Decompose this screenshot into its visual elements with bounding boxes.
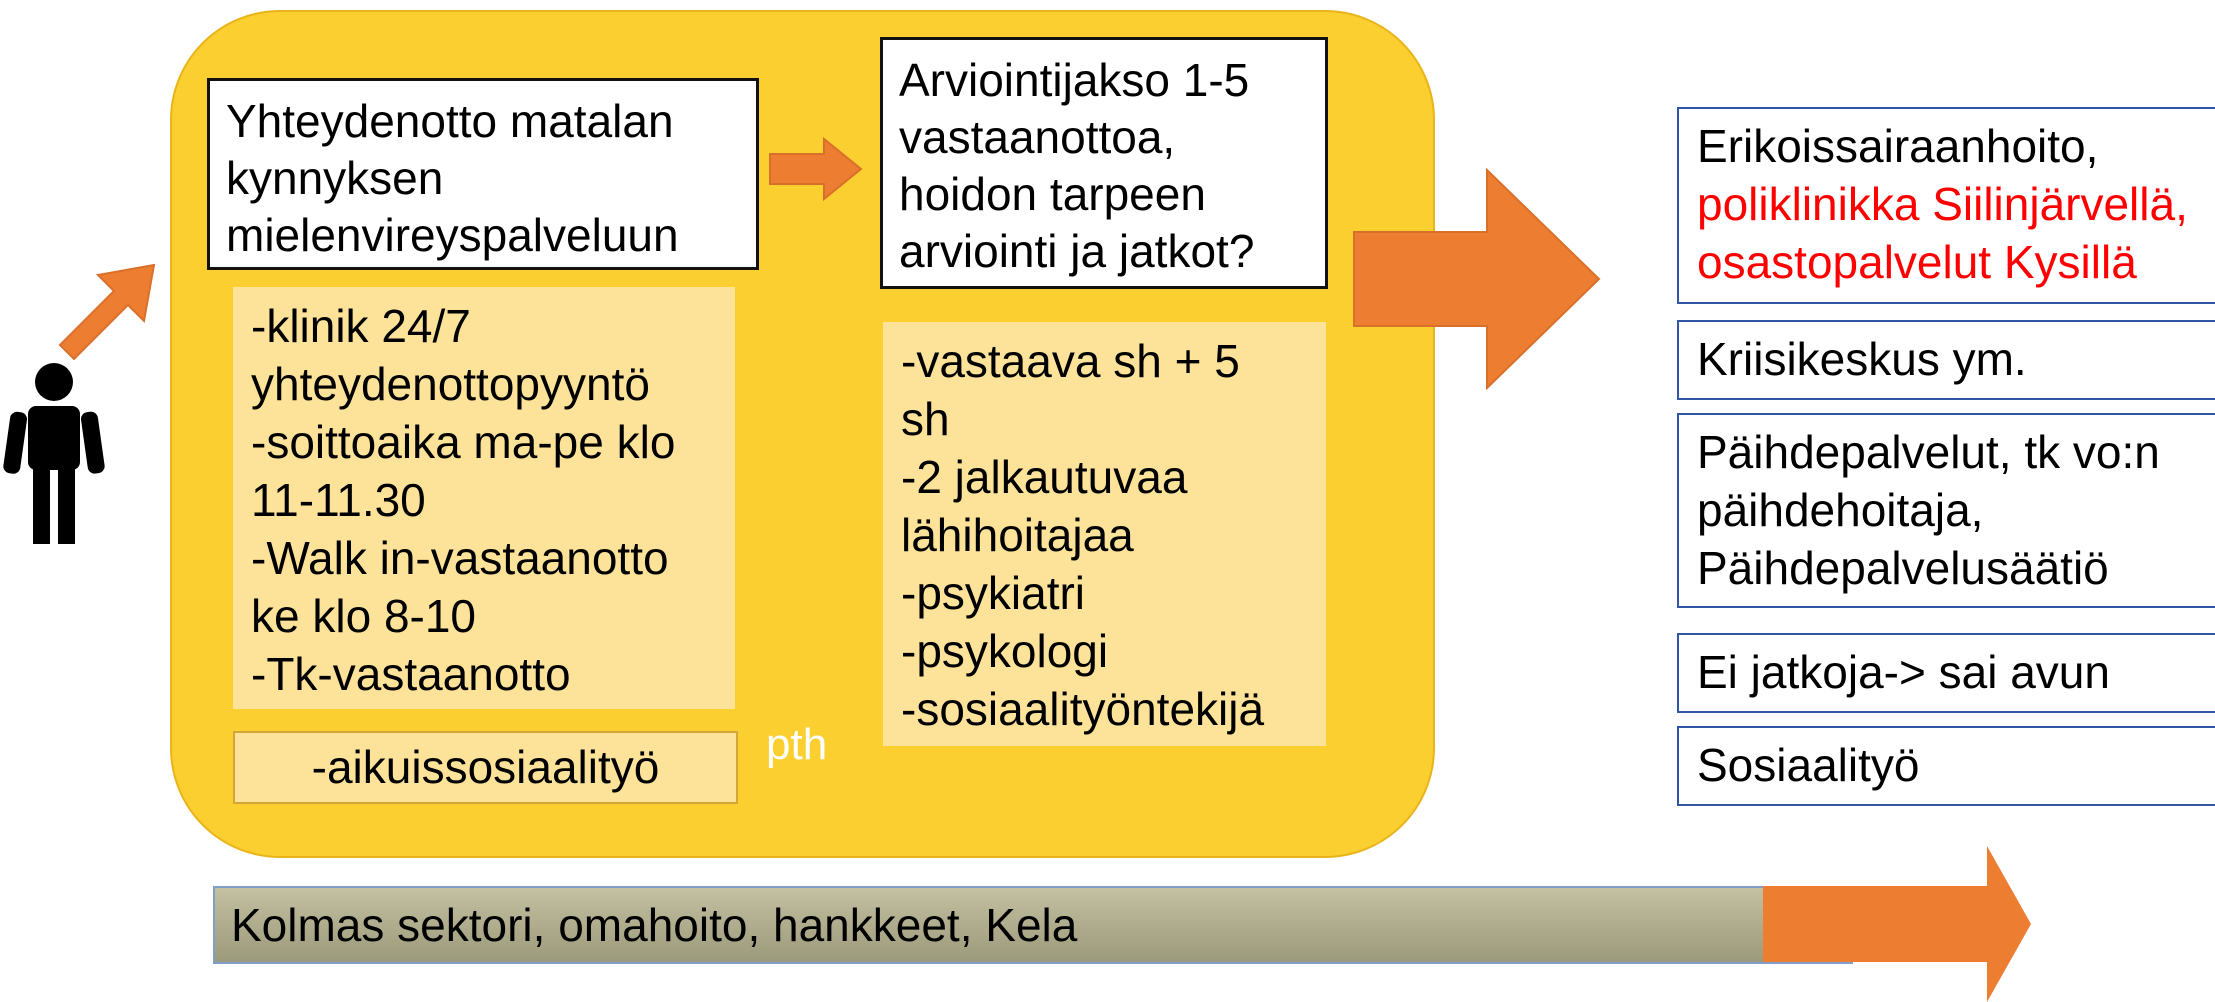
assessment-title-line-3: hoidon tarpeen [899, 168, 1206, 220]
contact-title-line-1: Yhteydenotto matalan [226, 95, 674, 147]
assessment-detail-line: sh [901, 393, 950, 445]
assessment-detail-line: lähihoitajaa [901, 509, 1134, 561]
contact-detail-line: 11-11.30 [251, 474, 426, 526]
substance-services-line: Päihdepalvelusäätiö [1697, 542, 2109, 594]
assessment-title-line-4: arviointi ja jatkot? [899, 225, 1255, 277]
contact-detail-line: -soittoaika ma-pe klo [251, 416, 676, 468]
assessment-detail-line: -vastaava sh + 5 [901, 335, 1240, 387]
contact-detail-line: -klinik 24/7 [251, 300, 471, 352]
to-assessment-arrow [769, 136, 863, 202]
contact-detail-line: yhteydenottopyyntö [251, 358, 650, 410]
outcome-no-follow-up: Ei jatkoja-> sai avun [1677, 633, 2215, 713]
outcome-substance-services: Päihdepalvelut, tk vo:n päihdehoitaja, P… [1677, 413, 2215, 608]
assessment-detail-line: -2 jalkautuvaa [901, 451, 1188, 503]
assessment-title-line-1: Arviointijakso 1-5 [899, 54, 1250, 106]
outcome-specialist-care: Erikoissairaanhoito, poliklinikka Siilin… [1677, 107, 2215, 304]
assessment-detail-line: -psykiatri [901, 567, 1086, 619]
specialist-care-label: Erikoissairaanhoito, [1697, 120, 2099, 172]
contact-detail-line: ke klo 8-10 [251, 590, 477, 642]
outcome-crisis-center: Kriisikeskus ym. [1677, 320, 2215, 400]
contact-detail-line: -Tk-vastaanotto [251, 648, 571, 700]
assessment-title-line-2: vastaanottoa, [899, 111, 1176, 163]
contact-title-line-3: mielenvireyspalveluun [226, 209, 679, 261]
contact-detail-line: -Walk in-vastaanotto [251, 532, 669, 584]
entry-arrow [58, 263, 156, 361]
substance-services-line: Päihdepalvelut, tk vo:n [1697, 426, 2160, 478]
pth-label: pth [766, 720, 828, 769]
assessment-detail-line: -psykologi [901, 625, 1109, 677]
adult-social-work-box: -aikuissosiaalityö [233, 731, 738, 804]
person-icon [3, 363, 105, 544]
assessment-box: Arviointijakso 1-5 vastaanottoa, hoidon … [880, 37, 1328, 289]
third-sector-bar: Kolmas sektori, omahoito, hankkeet, Kela [213, 886, 1853, 964]
third-sector-arrow [1763, 846, 2031, 1002]
outcome-arrow [1353, 167, 1601, 391]
outcome-social-work: Sosiaalityö [1677, 726, 2215, 806]
assessment-details-box: -vastaava sh + 5 sh -2 jalkautuvaa lähih… [883, 322, 1326, 746]
contact-details-box: -klinik 24/7 yhteydenottopyyntö -soittoa… [233, 287, 735, 709]
ward-services-label: osastopalvelut Kysillä [1697, 236, 2137, 288]
outpatient-clinic-label: poliklinikka Siilinjärvellä, [1697, 178, 2188, 230]
substance-services-line: päihdehoitaja, [1697, 484, 1984, 536]
assessment-detail-line: -sosiaalityöntekijä [901, 683, 1265, 735]
contact-title-line-2: kynnyksen [226, 152, 444, 204]
contact-box: Yhteydenotto matalan kynnyksen mielenvir… [207, 78, 759, 270]
